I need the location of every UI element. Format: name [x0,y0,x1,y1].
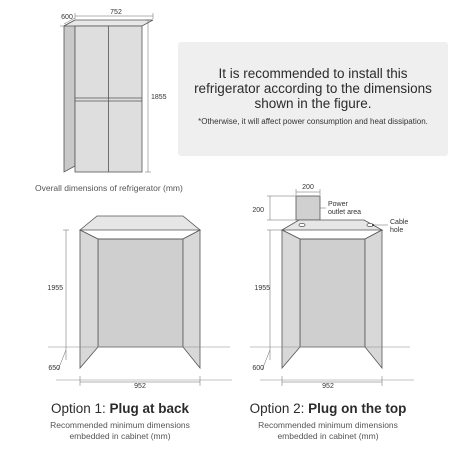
cable-hole-marker-icon [372,224,374,226]
notice-footnote: *Otherwise, it will affect power consump… [198,117,428,126]
option1-subtitle-line2: embedded in cabinet (mm) [69,430,171,441]
option1-height-label: 1955 [47,285,63,292]
option2-width-label: 952 [322,383,334,390]
option2-cabinet-drawing [280,195,384,370]
power-outlet-label-line2: outlet area [328,209,361,216]
option2-top-width-label: 200 [302,184,314,191]
option1-floor-lines [48,346,232,381]
option2-subtitle-line1: Recommended minimum dimensions [258,420,398,430]
option1-title-prefix: Option 1: [50,401,110,416]
option1-title-emphasis: Plug at back [109,401,190,416]
cable-hole-label-line1: Cable [390,219,408,226]
option1-subtitle: Recommended minimum dimensions embedded … [20,420,220,441]
option2-top-height-label: 200 [252,207,264,214]
option2-title-prefix: Option 2: [249,401,309,416]
notice-main-text: It is recommended to install this refrig… [194,66,432,111]
option1-subtitle-line1: Recommended minimum dimensions [50,420,190,430]
fridge-width-label: 752 [110,9,122,16]
option2-floor-lines [250,346,414,381]
option2-height-label: 1955 [254,285,270,292]
option2-subtitle: Recommended minimum dimensions embedded … [228,420,428,441]
option1-dimension-lines [57,229,201,386]
fridge-height-label: 1855 [151,94,167,101]
refrigerator-dimension-lines [60,13,154,173]
refrigerator-drawing [63,19,154,173]
option1-depth-label: 650 [48,365,60,372]
option2-depth-label: 600 [252,365,264,372]
notice-box: It is recommended to install this refrig… [178,42,448,156]
cable-hole-label-line2: hole [390,227,403,234]
option2-subtitle-line2: embedded in cabinet (mm) [277,430,379,441]
option1-cabinet-drawing [78,215,202,370]
option2-title-emphasis: Plug on the top [308,401,407,416]
fridge-depth-label: 600 [61,14,73,21]
option1-title: Option 1: Plug at back [20,401,220,416]
option2-dimension-lines [261,189,388,386]
option2-title: Option 2: Plug on the top [228,401,428,416]
option1-width-label: 952 [134,383,146,390]
power-outlet-label-line1: Power [328,201,349,208]
fridge-caption: Overall dimensions of refrigerator (mm) [35,183,183,193]
